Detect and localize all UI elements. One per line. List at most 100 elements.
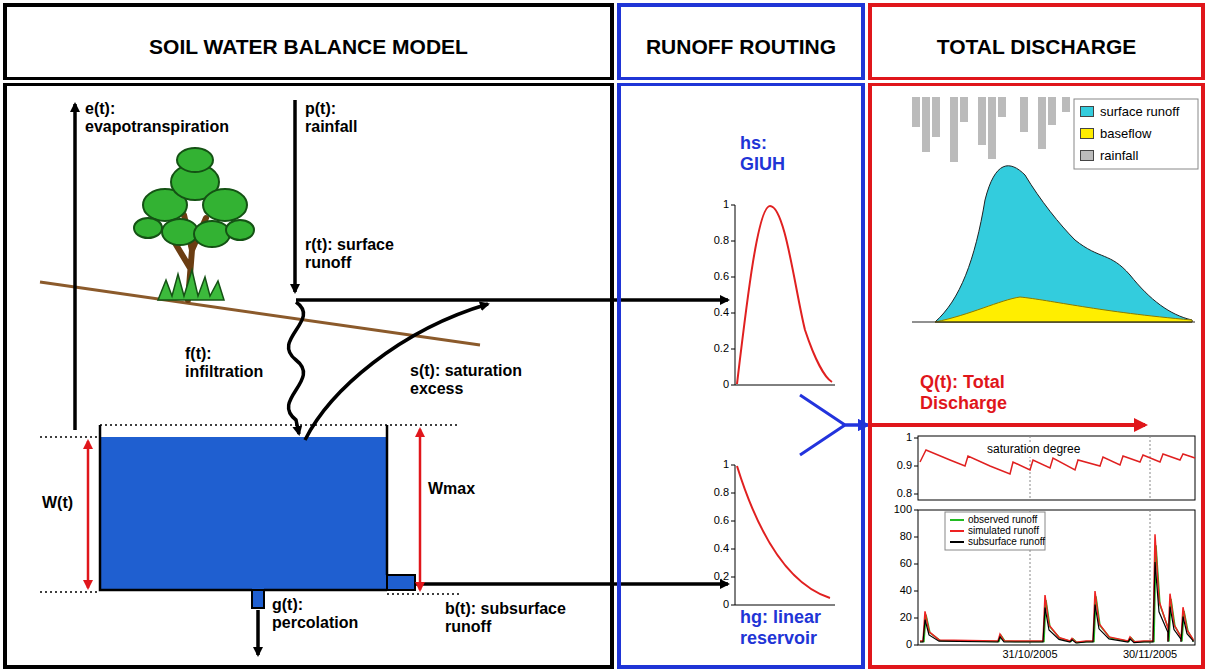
hydrograph bbox=[1048, 97, 1056, 125]
axis-tick: 0 bbox=[906, 638, 912, 651]
runoff-chart bbox=[918, 510, 1195, 645]
tree bbox=[134, 148, 254, 247]
giuh-chart bbox=[731, 205, 835, 385]
legend-text: subsurface runoff bbox=[968, 536, 1045, 547]
tree bbox=[203, 189, 247, 221]
giuh-chart-node: hs: GIUH bbox=[705, 128, 845, 395]
axis-tick: 0.8 bbox=[714, 486, 729, 499]
axis-tick: 80 bbox=[900, 530, 912, 543]
flux-label: f(t): infiltration bbox=[185, 345, 285, 382]
discharge-label: Q(t): Total Discharge bbox=[920, 372, 1070, 413]
panel-heading: TOTAL DISCHARGE bbox=[872, 35, 1201, 59]
axis-tick: 20 bbox=[900, 611, 912, 624]
runoff-chart bbox=[920, 534, 1193, 643]
axis-tick: 0 bbox=[723, 378, 729, 391]
legend-swatch bbox=[1080, 106, 1094, 117]
axis-tick: 1 bbox=[906, 431, 912, 444]
flux-arrows bbox=[293, 100, 297, 292]
soil-reservoir bbox=[40, 591, 100, 593]
hydrograph bbox=[998, 97, 1006, 117]
hydrograph bbox=[912, 97, 920, 127]
hydrograph bbox=[922, 97, 930, 152]
axis-tick: 60 bbox=[900, 557, 912, 570]
discharge-panel: TOTAL DISCHARGE bbox=[868, 3, 1205, 669]
tree bbox=[226, 220, 254, 240]
runoff-chart bbox=[914, 510, 1195, 645]
axis-tick: 0 bbox=[723, 598, 729, 611]
axis-tick: 31/10/2005 bbox=[1002, 648, 1057, 661]
hydrograph bbox=[988, 97, 996, 159]
saturation-chart bbox=[914, 438, 918, 494]
hydrograph bbox=[932, 97, 940, 137]
axis-tick: 0.9 bbox=[897, 459, 912, 472]
linear-reservoir-chart bbox=[731, 465, 735, 605]
flux-arrows bbox=[73, 104, 77, 430]
runoff-series bbox=[920, 562, 1193, 643]
hydrograph bbox=[912, 97, 1070, 162]
soil-reservoir bbox=[252, 590, 264, 608]
saturation-chart bbox=[918, 436, 1195, 500]
legend-text: rainfall bbox=[1100, 148, 1138, 163]
hydrograph bbox=[1038, 97, 1046, 149]
axis-tick: 30/11/2005 bbox=[1123, 648, 1177, 661]
routing-connector bbox=[800, 395, 868, 425]
legend-text: simulated runoff bbox=[968, 525, 1039, 536]
giuh-chart bbox=[735, 205, 835, 385]
hydrograph bbox=[1074, 99, 1198, 169]
hydrograph bbox=[912, 322, 1195, 323]
chart-title: saturation degree bbox=[985, 443, 1082, 457]
flux-label: b(t): subsurface runoff bbox=[445, 600, 595, 637]
legend-swatch bbox=[1080, 150, 1094, 161]
axis-tick: 1 bbox=[723, 458, 729, 471]
flux-label: p(t): rainfall bbox=[305, 100, 385, 137]
flux-label: r(t): surface runoff bbox=[305, 236, 435, 273]
axis-tick: 0.2 bbox=[714, 342, 729, 355]
axis-tick: 100 bbox=[894, 503, 912, 516]
legend-line-sample bbox=[950, 541, 964, 543]
hydrograph bbox=[1062, 97, 1070, 112]
flux-arrows bbox=[296, 298, 728, 302]
flux-label: W(t) bbox=[42, 494, 73, 512]
runoff-series bbox=[920, 545, 1193, 642]
legend-entry: observed runoff bbox=[950, 514, 1037, 525]
axis-tick: 0.4 bbox=[714, 542, 729, 555]
hydrograph bbox=[950, 97, 958, 162]
hydrograph bbox=[912, 97, 1198, 322]
tree bbox=[134, 218, 162, 238]
axis-tick: 0.2 bbox=[714, 570, 729, 583]
flux-arrows bbox=[256, 610, 260, 655]
flux-label: Wmax bbox=[428, 480, 475, 498]
hydrograph bbox=[935, 297, 1192, 322]
hydrograph bbox=[935, 166, 1192, 322]
soil-reservoir bbox=[387, 575, 415, 590]
level-arrows bbox=[419, 429, 422, 590]
giuh-chart bbox=[731, 205, 735, 385]
legend-entry: simulated runoff bbox=[950, 525, 1039, 536]
header-divider bbox=[868, 77, 1205, 86]
soil-reservoir bbox=[100, 437, 387, 590]
tree bbox=[177, 148, 213, 172]
level-arrows bbox=[88, 429, 420, 590]
saturation-chart bbox=[914, 436, 1195, 500]
legend-entry: surface runoff bbox=[1080, 104, 1179, 119]
discharge-arrow bbox=[872, 423, 1145, 427]
runoff-chart bbox=[914, 510, 918, 645]
flux-label: g(t): percolation bbox=[272, 596, 392, 633]
flux-arrows bbox=[415, 582, 728, 586]
header-divider bbox=[617, 77, 865, 86]
tree bbox=[158, 270, 224, 300]
routing-connector bbox=[800, 425, 868, 455]
axis-tick: 0.4 bbox=[714, 306, 729, 319]
legend-text: baseflow bbox=[1100, 126, 1151, 141]
axis-tick: 0.6 bbox=[714, 514, 729, 527]
panel-heading: RUNOFF ROUTING bbox=[621, 35, 861, 59]
legend-swatch bbox=[1080, 128, 1094, 139]
chart-heading: hs: GIUH bbox=[740, 133, 800, 174]
giuh-chart bbox=[737, 206, 832, 384]
linear-reservoir-chart bbox=[735, 465, 835, 605]
tree bbox=[134, 148, 254, 300]
tree bbox=[194, 221, 230, 247]
